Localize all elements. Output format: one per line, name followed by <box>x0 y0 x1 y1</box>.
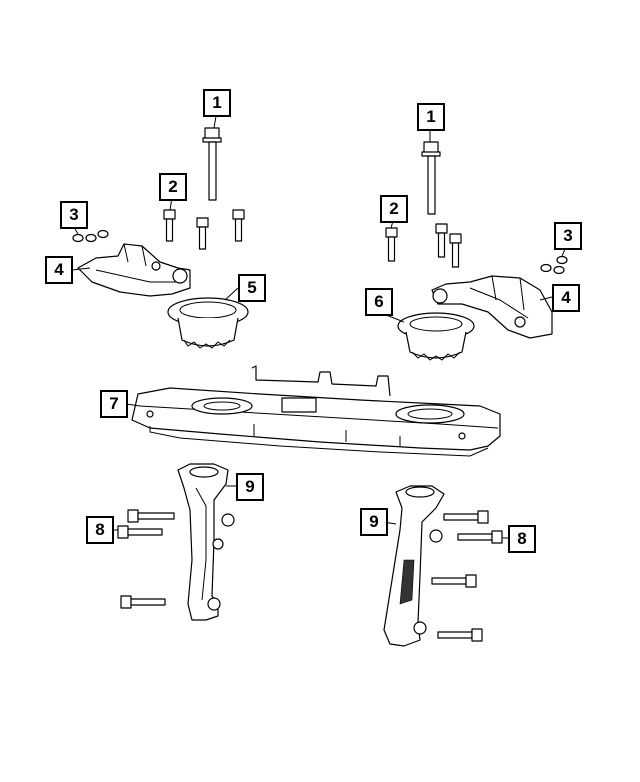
callout-6: 6 <box>365 288 393 316</box>
callout-1-right: 1 <box>417 103 445 131</box>
callout-3-left: 3 <box>60 201 88 229</box>
right-nuts <box>540 255 568 275</box>
callout-9-left: 9 <box>236 473 264 501</box>
callout-5: 5 <box>238 274 266 302</box>
left-isolator <box>167 297 249 349</box>
right-leg-bolts <box>431 510 503 642</box>
right-short-bolts <box>385 223 462 268</box>
crossmember <box>131 365 501 457</box>
left-leg-bolts <box>117 509 175 609</box>
callout-8-left: 8 <box>86 516 114 544</box>
right-support-leg <box>383 485 445 647</box>
callout-2-left: 2 <box>159 173 187 201</box>
callout-4-right: 4 <box>552 284 580 312</box>
callout-7: 7 <box>100 390 128 418</box>
right-isolator <box>397 312 475 361</box>
callout-9-right: 9 <box>360 508 388 536</box>
left-mount-bracket <box>77 243 191 297</box>
left-nuts <box>72 229 109 243</box>
right-mount-bracket <box>431 275 553 339</box>
callout-3-right: 3 <box>554 222 582 250</box>
right-long-bolt <box>421 141 441 215</box>
left-short-bolts <box>163 209 245 250</box>
leader-lines <box>71 115 566 539</box>
callout-8-right: 8 <box>508 525 536 553</box>
left-long-bolt <box>202 127 222 201</box>
callout-4-left: 4 <box>45 256 73 284</box>
callout-1-left: 1 <box>203 89 231 117</box>
left-support-leg <box>177 463 235 621</box>
callout-2-right: 2 <box>380 195 408 223</box>
